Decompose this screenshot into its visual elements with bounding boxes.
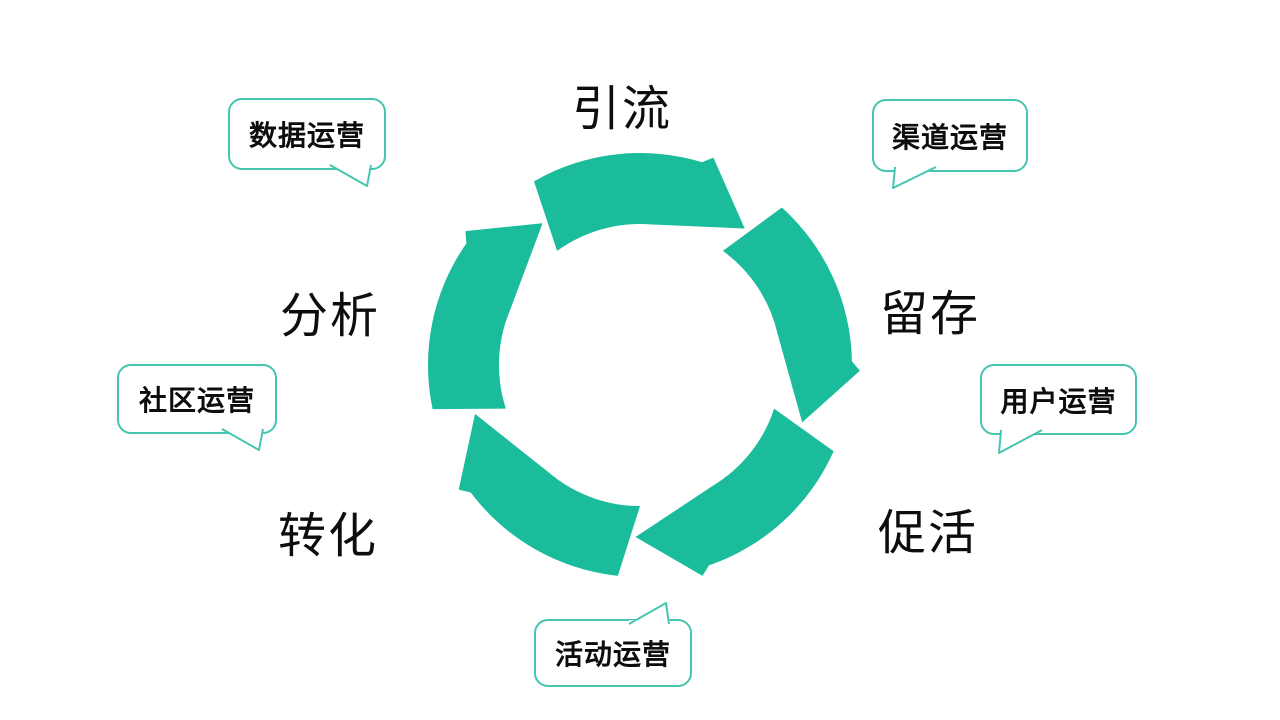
stage-label-bottom-right: 促活	[877, 507, 979, 560]
callout-top-right: 渠道运营	[872, 99, 1028, 189]
speech-bubble-tail	[221, 428, 264, 451]
speech-bubble-tail	[329, 164, 372, 187]
callout-right-label: 用户运营	[1000, 385, 1117, 417]
callout-right: 用户运营	[980, 364, 1137, 454]
cycle-arrow-bottom-right	[622, 395, 851, 590]
callout-top-left: 数据运营	[228, 98, 386, 187]
cycle-arrow-bottom-left	[430, 395, 659, 590]
stage-label-bottom-left: 转化	[277, 510, 379, 563]
callout-top-right-label: 渠道运营	[891, 121, 1008, 153]
callout-top-left-label: 数据运营	[248, 120, 365, 151]
cycle-arrow-top	[534, 153, 745, 251]
speech-bubble-tail	[998, 429, 1043, 454]
stage-label-left: 分析	[279, 290, 381, 343]
callout-bottom: 活动运营	[534, 602, 692, 687]
cycle-arrow-right	[715, 198, 865, 430]
callout-left-label: 社区运营	[138, 385, 255, 416]
callout-left: 社区运营	[117, 364, 277, 451]
cycle-arrow-left	[415, 199, 564, 431]
speech-bubble-tail	[628, 602, 670, 625]
stage-label-top: 引流	[571, 83, 673, 136]
stage-label-right: 留存	[879, 288, 981, 341]
cycle-arrows-diagram	[415, 153, 865, 590]
speech-bubble-tail	[892, 166, 937, 189]
callout-bottom-label: 活动运营	[554, 639, 671, 670]
